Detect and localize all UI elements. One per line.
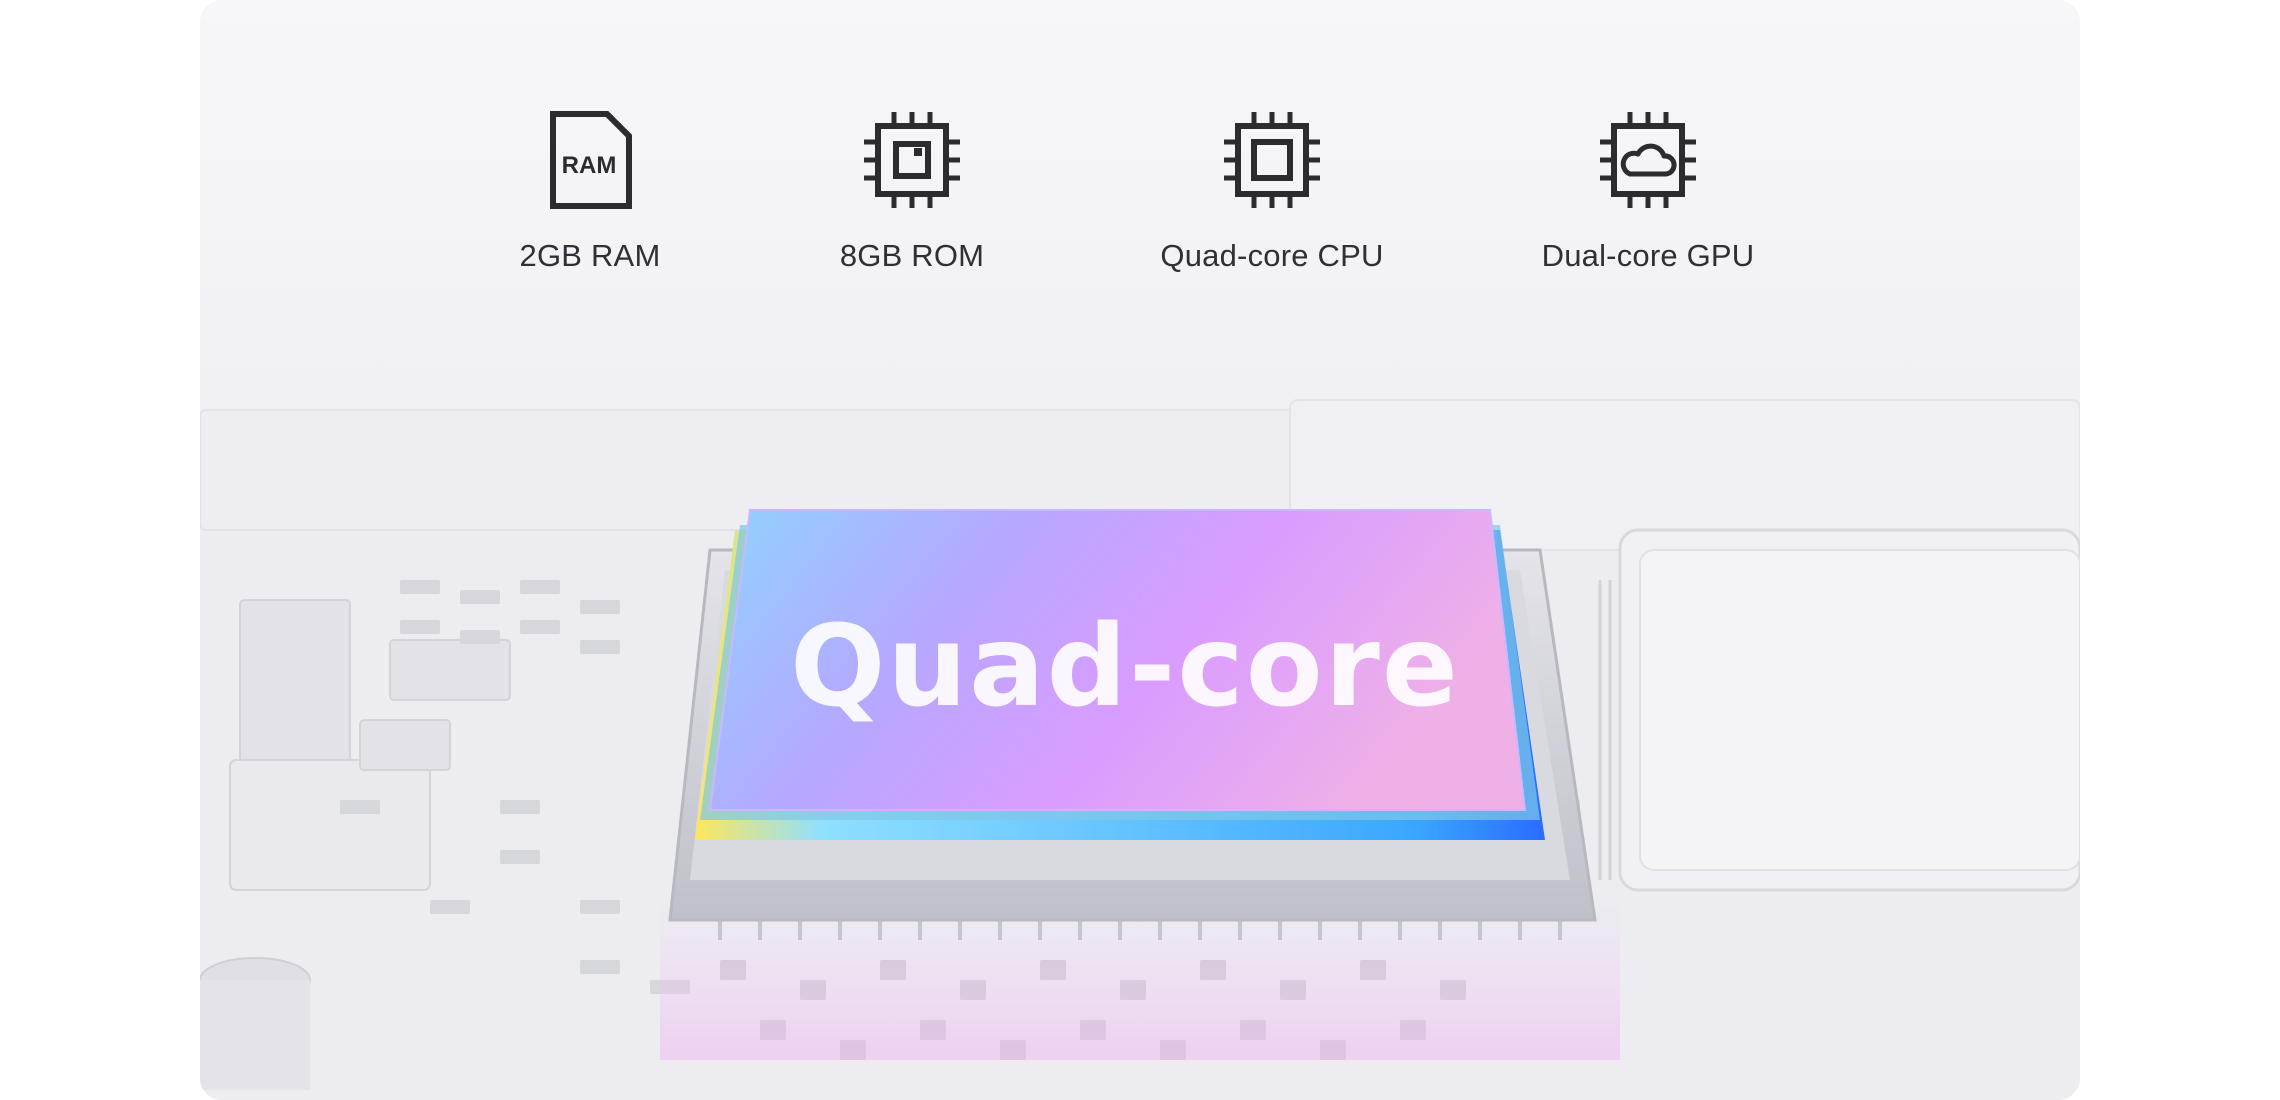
cloud-chip-icon bbox=[1600, 112, 1696, 208]
chip-label: Quad-core bbox=[790, 602, 1460, 732]
spec-label-cpu: Quad-core CPU bbox=[1160, 238, 1384, 273]
spec-item-ram: RAM 2GB RAM bbox=[440, 110, 740, 274]
spec-label-gpu: Dual-core GPU bbox=[1541, 238, 1755, 273]
spec-label-ram: 2GB RAM bbox=[519, 238, 661, 273]
spec-list: RAM 2GB RAM 8GB ROM bbox=[200, 110, 2080, 310]
chip-top bbox=[708, 509, 1527, 811]
chip-icon bbox=[864, 112, 960, 208]
circuit-board-illustration: Quad-core bbox=[200, 399, 2080, 1100]
spec-item-cpu: Quad-core CPU bbox=[1122, 110, 1422, 274]
spec-item-rom: 8GB ROM bbox=[762, 110, 1062, 274]
ram-icon-text: RAM bbox=[562, 152, 617, 179]
spec-item-gpu: Dual-core GPU bbox=[1498, 110, 1798, 274]
spec-label-rom: 8GB ROM bbox=[839, 238, 985, 273]
spec-banner: Quad-core RAM 2GB RAM 8GB R bbox=[200, 0, 2080, 1100]
cpu-icon bbox=[1224, 112, 1320, 208]
ram-card-icon: RAM bbox=[550, 111, 632, 209]
